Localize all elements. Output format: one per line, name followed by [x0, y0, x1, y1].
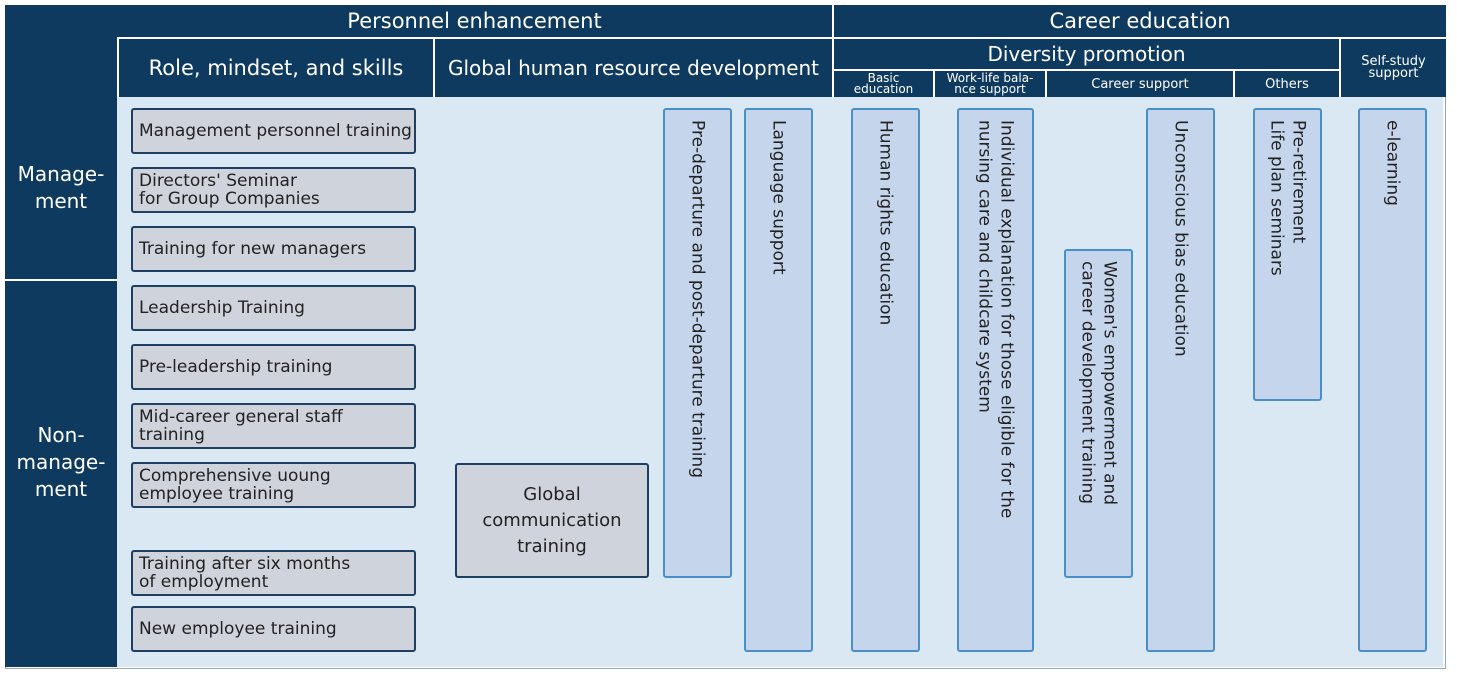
header-work-life-balance: Work-life bala- nce support [946, 71, 1034, 96]
pre-retirement-seminars: Pre-retirement Life plan seminars [1253, 108, 1322, 401]
header-band [5, 5, 1446, 97]
header-divider-basic [933, 71, 935, 97]
unconscious-bias-education: Unconscious bias education [1146, 108, 1215, 652]
header-self-study-support: Self-study support [1361, 54, 1426, 81]
language-support-label: Language support [768, 120, 789, 275]
comprehensive-young-employee-training: Comprehensive uoung employee training [131, 462, 416, 508]
management-personnel-training: Management personnel training [131, 108, 416, 154]
header-divider-role [117, 39, 119, 97]
global-communication-training: Global communication training [455, 463, 649, 578]
human-rights-label: Human rights education [875, 120, 896, 326]
header-basic-education: Basic education [853, 71, 914, 96]
header-divider-selfstudy [1339, 39, 1341, 97]
header-career-education: Career education [1049, 9, 1231, 33]
header-divider-diversity [834, 69, 1339, 71]
header-divider-main [832, 5, 834, 97]
directors-seminar: Directors' Seminar for Group Companies [131, 167, 416, 213]
header-others: Others [1265, 76, 1309, 92]
leadership-training: Leadership Training [131, 285, 416, 331]
individual-explanation-label: Individual explanation for those eligibl… [974, 120, 1017, 519]
individual-explanation-nursing-childcare: Individual explanation for those eligibl… [957, 108, 1034, 652]
womens-empowerment-label: Women's empowerment and career developme… [1077, 261, 1120, 506]
human-rights-education: Human rights education [851, 108, 920, 652]
e-learning: e-learning [1358, 108, 1427, 652]
header-career-support: Career support [1091, 76, 1189, 92]
training-after-six-months: Training after six months of employment [131, 550, 416, 596]
pre-post-departure-training: Pre-departure and post-departure trainin… [663, 108, 732, 578]
header-role-mindset-skills: Role, mindset, and skills [148, 56, 404, 80]
row-label-management: Manage- ment [17, 162, 105, 213]
mid-career-staff-training: Mid-career general staff training [131, 403, 416, 449]
header-divider-h1 [117, 37, 1446, 39]
language-support: Language support [744, 108, 813, 652]
row-label-non-management: Non- manage- ment [16, 423, 106, 501]
pre-post-departure-label: Pre-departure and post-departure trainin… [687, 120, 708, 478]
header-divider-global [433, 39, 435, 97]
header-divider-worklife [1045, 71, 1047, 97]
e-learning-label: e-learning [1382, 120, 1403, 206]
pre-leadership-training: Pre-leadership training [131, 344, 416, 390]
header-divider-career [1233, 71, 1235, 97]
row-label-column [5, 97, 117, 667]
row-divider [5, 279, 117, 281]
header-global-hr-development: Global human resource development [447, 56, 820, 80]
training-for-new-managers: Training for new managers [131, 226, 416, 272]
new-employee-training: New employee training [131, 606, 416, 652]
header-diversity-promotion: Diversity promotion [987, 42, 1186, 66]
header-personnel-enhancement: Personnel enhancement [347, 9, 602, 33]
unconscious-bias-label: Unconscious bias education [1170, 120, 1191, 357]
womens-empowerment-training: Women's empowerment and career developme… [1064, 249, 1133, 578]
pre-retirement-label: Pre-retirement Life plan seminars [1266, 120, 1309, 276]
